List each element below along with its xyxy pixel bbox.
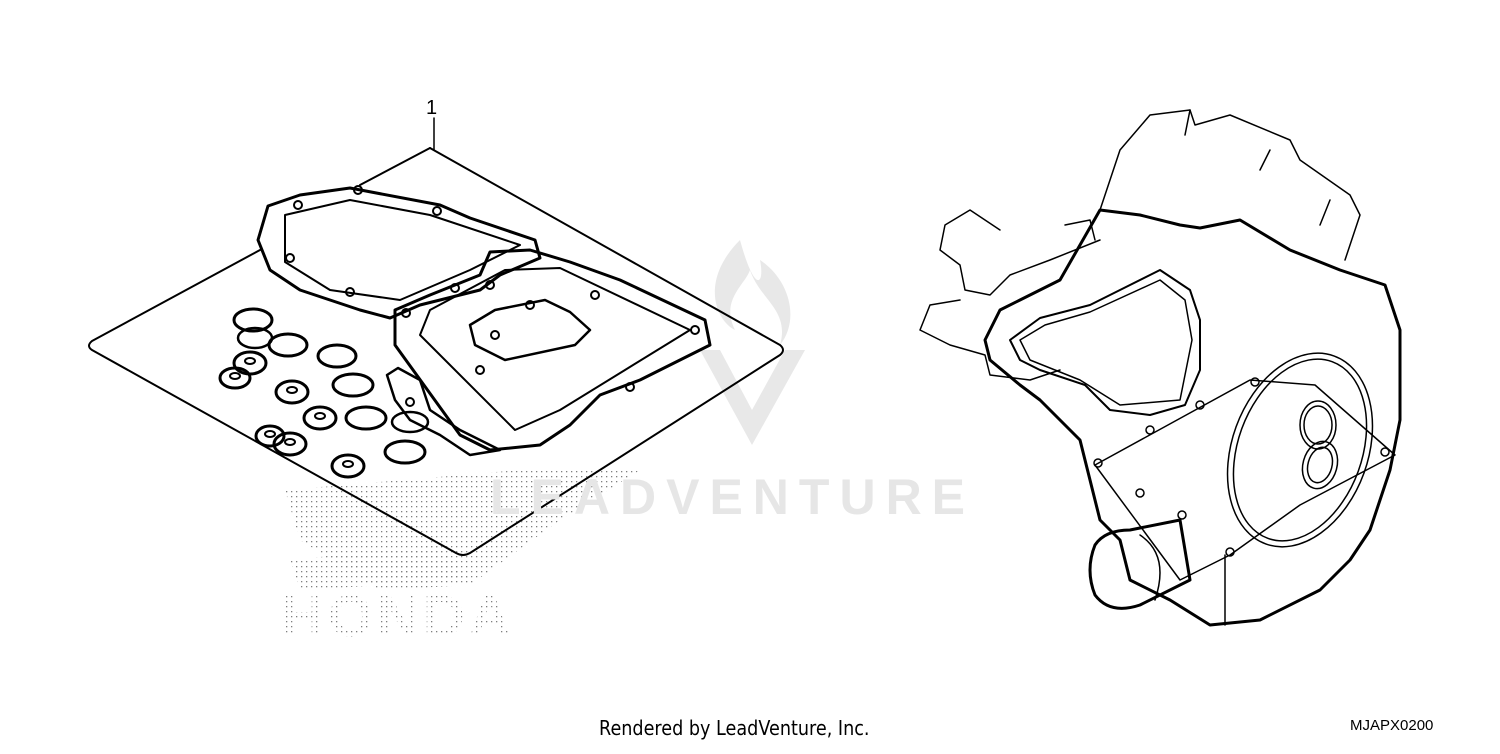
- leadventure-watermark-text: LEADVENTURE: [490, 469, 976, 525]
- rendered-by-credit: Rendered by LeadVenture, Inc.: [599, 716, 870, 740]
- callout-number-1[interactable]: 1: [426, 97, 438, 119]
- honda-text-watermark: HONDA: [282, 584, 515, 649]
- engine-block-illustration: [919, 109, 1402, 627]
- diagram-code: MJAPX0200: [1350, 717, 1434, 734]
- gasket-kit-illustration: [88, 117, 784, 556]
- leadventure-logo-watermark-icon: [700, 240, 805, 445]
